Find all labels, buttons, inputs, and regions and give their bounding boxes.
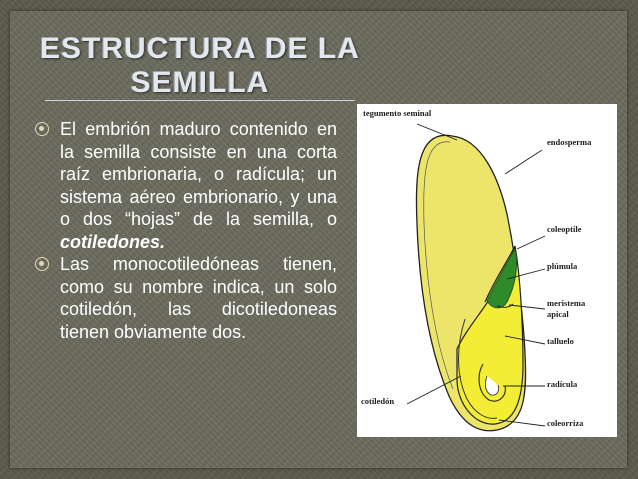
circle-bullet-icon	[35, 122, 49, 136]
leader-tegumento	[416, 123, 458, 141]
radicle-tip	[484, 375, 499, 396]
cotyledon	[458, 318, 498, 419]
seed-illustration	[406, 123, 546, 432]
bullet-text: El embrión maduro contenido en la semill…	[60, 118, 337, 253]
bullet-item-embryo: El embrión maduro contenido en la semill…	[34, 118, 337, 253]
leader-coleoptilo	[516, 235, 546, 250]
label-talluelo: talluelo	[547, 336, 574, 346]
bullet-body: El embrión maduro contenido en la semill…	[60, 119, 337, 229]
label-coleoptilo: coleoptile	[547, 224, 582, 234]
leader-talluelo	[504, 335, 546, 345]
bullet-body: Las monocotiledóneas tienen, como su nom…	[60, 254, 337, 342]
seed-coat-inner	[423, 141, 454, 390]
leader-coleorriza	[498, 419, 546, 427]
label-cotiledon: cotiledón	[361, 396, 395, 406]
leader-endosperma	[504, 149, 543, 175]
label-meristema: meristema	[547, 298, 586, 308]
label-endosperma: endosperma	[547, 137, 592, 147]
leader-meristema	[508, 304, 546, 310]
title-divider	[45, 100, 355, 101]
label-plumula: plúmula	[547, 261, 578, 271]
slide-title: ESTRUCTURA DE LA SEMILLA	[40, 32, 360, 99]
bullet-emphasis: cotiledones.	[60, 231, 166, 252]
label-radicula: radícula	[547, 379, 578, 389]
coleoptile	[484, 245, 516, 303]
seed-diagram: tegumento seminal endosperma coleoptile …	[357, 104, 617, 437]
label-coleorriza: coleorriza	[547, 418, 584, 428]
bullet-item-monocots: Las monocotiledóneas tienen, como su nom…	[34, 253, 337, 343]
radicle	[478, 363, 506, 402]
bullet-text: Las monocotiledóneas tienen, como su nom…	[60, 253, 337, 343]
label-tegumento-seminal: tegumento seminal	[363, 108, 432, 118]
label-apical: apical	[547, 309, 569, 319]
circle-bullet-icon	[35, 257, 49, 271]
bullet-list: El embrión maduro contenido en la semill…	[34, 118, 337, 343]
leader-cotiledon	[406, 375, 462, 405]
plumule	[486, 247, 518, 309]
leader-plumula	[506, 268, 546, 280]
